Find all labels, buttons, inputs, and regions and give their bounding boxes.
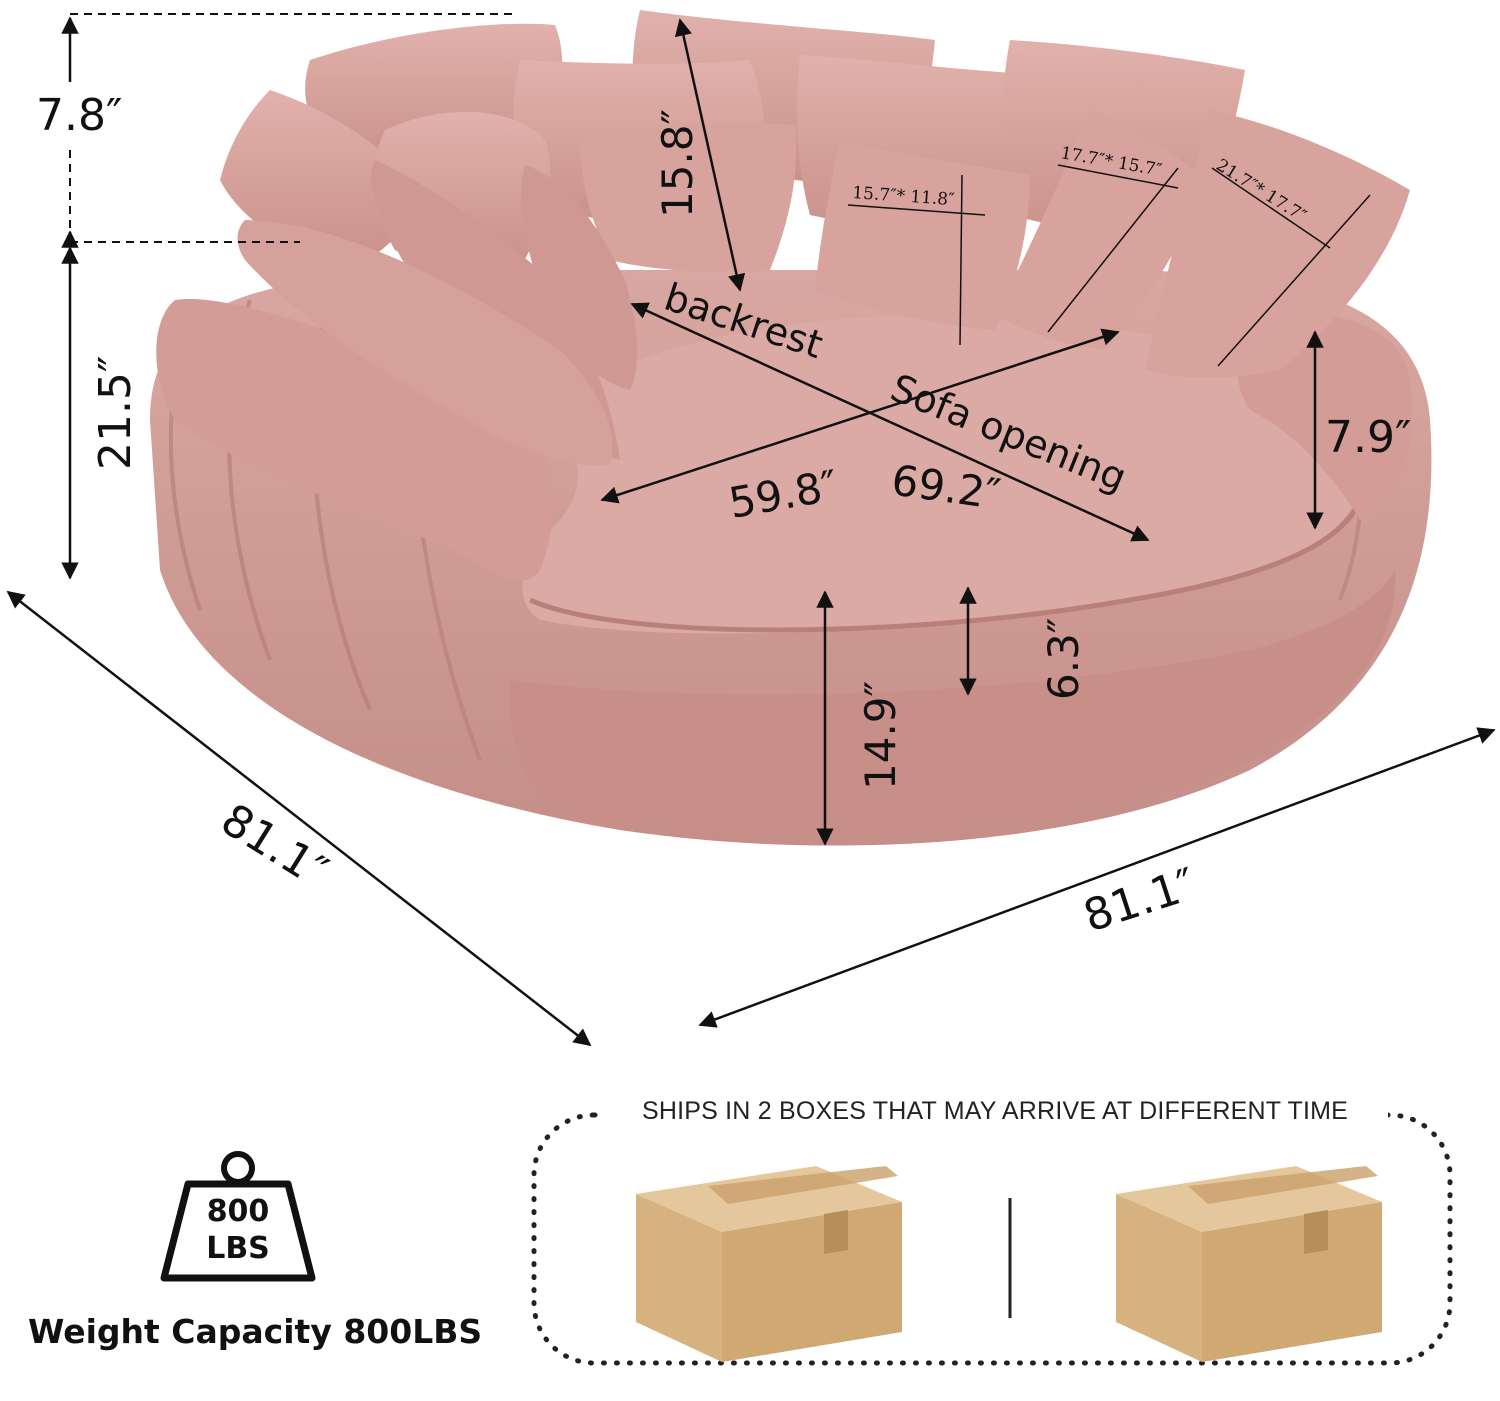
dim-cushion-thickness: 6.3″	[1039, 618, 1088, 700]
weight-unit: LBS	[206, 1231, 270, 1266]
weight-icon	[160, 1151, 316, 1282]
left-arm	[156, 299, 554, 581]
weight-capacity-label: Weight Capacity 800LBS	[28, 1312, 483, 1351]
dim-overall-height: 21.5″	[90, 356, 141, 470]
box-icon	[636, 1166, 902, 1362]
pillow	[237, 220, 613, 466]
shipping-note: SHIPS IN 2 BOXES THAT MAY ARRIVE AT DIFF…	[641, 1097, 1348, 1125]
weight-number: 800	[206, 1194, 270, 1229]
pillow	[995, 110, 1210, 350]
dim-seat-height: 14.9″	[856, 681, 905, 790]
box-icon	[1116, 1166, 1382, 1362]
pillow	[1145, 110, 1410, 378]
dim-arm-height: 7.9″	[1325, 412, 1411, 463]
dim-back-pillow-height: 15.8″	[653, 109, 702, 218]
dim-width-left: 81.1″	[212, 794, 336, 898]
pillow	[815, 140, 1030, 330]
dim-top-pillow-height: 7.8″	[36, 90, 122, 141]
shipping-panel	[531, 1112, 1453, 1366]
dimension-lines	[6, 13, 1496, 1047]
dim-width-right: 81.1″	[1078, 859, 1203, 943]
